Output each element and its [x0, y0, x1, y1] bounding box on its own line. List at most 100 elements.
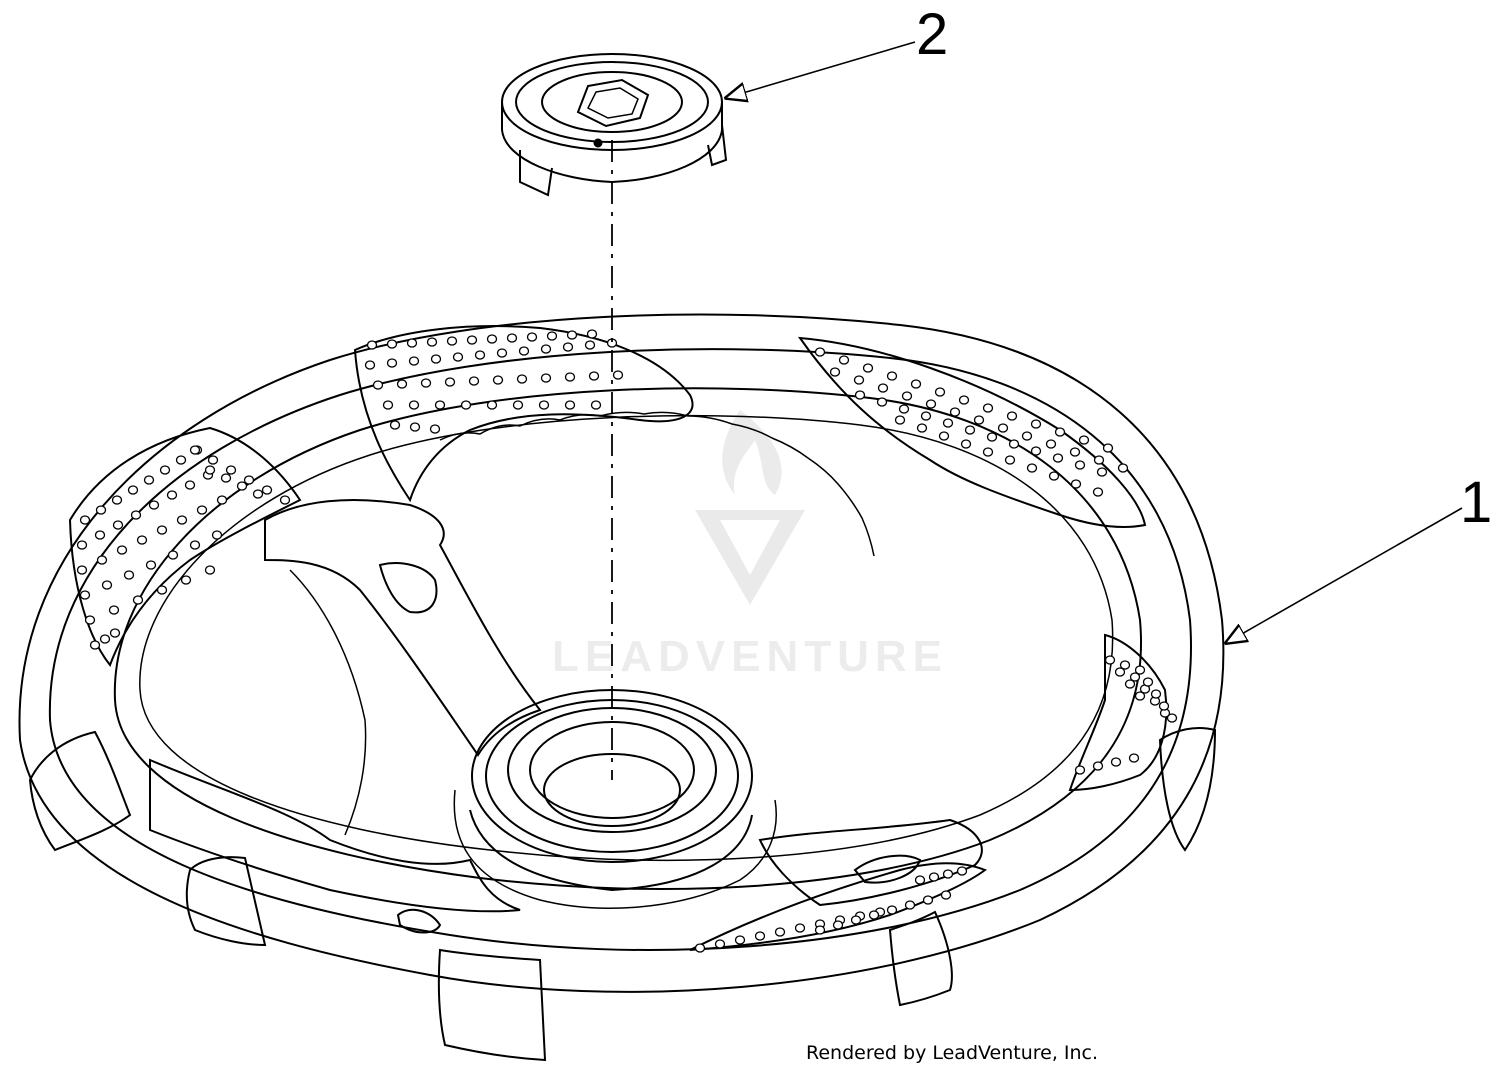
- perforation-dot: [243, 475, 255, 485]
- perforation-dot: [101, 580, 113, 590]
- hub-cap-clip-right: [707, 124, 728, 167]
- perforation-dot: [938, 431, 950, 441]
- perforation-dot: [108, 605, 120, 615]
- perforation-dot: [252, 489, 264, 499]
- perforation-dot: [516, 374, 528, 384]
- perforation-dot: [928, 872, 940, 882]
- perforation-dot: [868, 910, 880, 920]
- perforation-dot: [468, 376, 480, 386]
- perforation-dot: [940, 890, 952, 900]
- perforation-dot: [364, 360, 376, 370]
- spoke-upper-left-inner: [289, 569, 367, 836]
- perforation-dot: [832, 920, 844, 930]
- perforation-dot: [1069, 447, 1081, 457]
- perforation-dot: [588, 371, 600, 381]
- perforation-dot: [492, 375, 504, 385]
- perforation-dot: [211, 530, 223, 540]
- perforation-dot: [1092, 487, 1104, 497]
- perforation-dot: [964, 425, 976, 435]
- perforation-dot: [1026, 463, 1038, 473]
- perforation-dot: [546, 331, 558, 341]
- spoke-right-slot: [853, 854, 922, 884]
- perforation-dot: [1158, 701, 1170, 711]
- perforation-dot: [564, 372, 576, 382]
- hub-skirt: [453, 789, 777, 909]
- perforation-dot: [1102, 443, 1114, 453]
- spoke-right: [758, 818, 983, 907]
- perforation-dot: [518, 346, 530, 356]
- perforation-dot: [204, 565, 216, 575]
- perforation-dot: [1134, 665, 1146, 675]
- perforation-dot: [876, 397, 888, 407]
- perforation-dot: [123, 570, 135, 580]
- spoke-upper-left-slot: [378, 562, 438, 614]
- perforation-dot: [1096, 467, 1108, 477]
- perforation-dot: [949, 407, 961, 417]
- steering-wheel: [18, 313, 1225, 1062]
- perforation-dot: [956, 866, 968, 876]
- perforation-dot: [1110, 757, 1122, 767]
- perforation-dot: [894, 415, 906, 425]
- perforation-dot: [1008, 439, 1020, 449]
- perforation-dot: [886, 905, 898, 915]
- perforation-dot: [156, 525, 168, 535]
- perforation-dot: [922, 895, 934, 905]
- perforation-dot: [156, 585, 168, 595]
- perforation-dot: [942, 418, 954, 428]
- wheel-inner-rim-edge: [139, 414, 1114, 861]
- perforation-dot: [446, 336, 458, 346]
- hub-nut-inner: [586, 87, 639, 119]
- perforation-dot: [1052, 453, 1064, 463]
- perforation-dot: [1045, 439, 1057, 449]
- hub-cap-top: [501, 53, 723, 151]
- perforation-dot: [408, 400, 420, 410]
- perforation-dot: [920, 411, 932, 421]
- hub-cap: [501, 53, 728, 197]
- perforation-dot: [586, 329, 598, 339]
- perforation-dot: [1114, 667, 1126, 677]
- perforated-panel-right: [1068, 633, 1168, 792]
- perforation-dot: [814, 347, 826, 357]
- perforation-dot: [714, 939, 726, 949]
- perforation-dot: [389, 420, 401, 430]
- perforation-dot: [612, 370, 624, 380]
- perforation-dot: [916, 423, 928, 433]
- spoke-upper-left: [264, 499, 542, 757]
- perforation-dot: [184, 480, 196, 490]
- perforation-dot: [1048, 471, 1060, 481]
- perforation-dot: [1117, 463, 1129, 473]
- perforation-dot: [225, 465, 237, 475]
- hub-cap-top-ring: [515, 61, 709, 143]
- perforation-dot: [112, 520, 124, 530]
- perforation-dot: [1166, 713, 1178, 723]
- perforation-dot: [774, 927, 786, 937]
- perforation-dot: [94, 530, 106, 540]
- perforation-dot: [1142, 677, 1154, 687]
- perforation-dot: [590, 400, 602, 410]
- perforation-dot: [997, 423, 1009, 433]
- perforation-dot: [564, 400, 576, 410]
- perforation-dot: [366, 340, 378, 350]
- spoke-left: [149, 758, 521, 913]
- perforation-dot: [167, 550, 179, 560]
- perforation-dot: [76, 565, 88, 575]
- perforation-dot: [486, 400, 498, 410]
- perforation-dot: [1119, 660, 1131, 670]
- perforation-dot: [96, 555, 108, 565]
- perforation-dot: [982, 447, 994, 457]
- wheel-outer-rim-inner-edge: [48, 348, 1192, 951]
- perforation-dot: [176, 515, 188, 525]
- perforation-dot: [814, 925, 826, 935]
- perforation-dot: [973, 415, 985, 425]
- perforation-dot: [934, 387, 946, 397]
- perforation-dot: [434, 400, 446, 410]
- perforation-dot: [854, 390, 866, 400]
- perforated-panel-left: [68, 426, 302, 667]
- perforation-dot: [127, 485, 139, 495]
- perforation-dot: [901, 391, 913, 401]
- perforation-dot: [132, 595, 144, 605]
- perforation-dot: [694, 943, 706, 953]
- perforation-dot: [1021, 431, 1033, 441]
- perforation-dot: [189, 540, 201, 550]
- perforation-dot: [474, 350, 486, 360]
